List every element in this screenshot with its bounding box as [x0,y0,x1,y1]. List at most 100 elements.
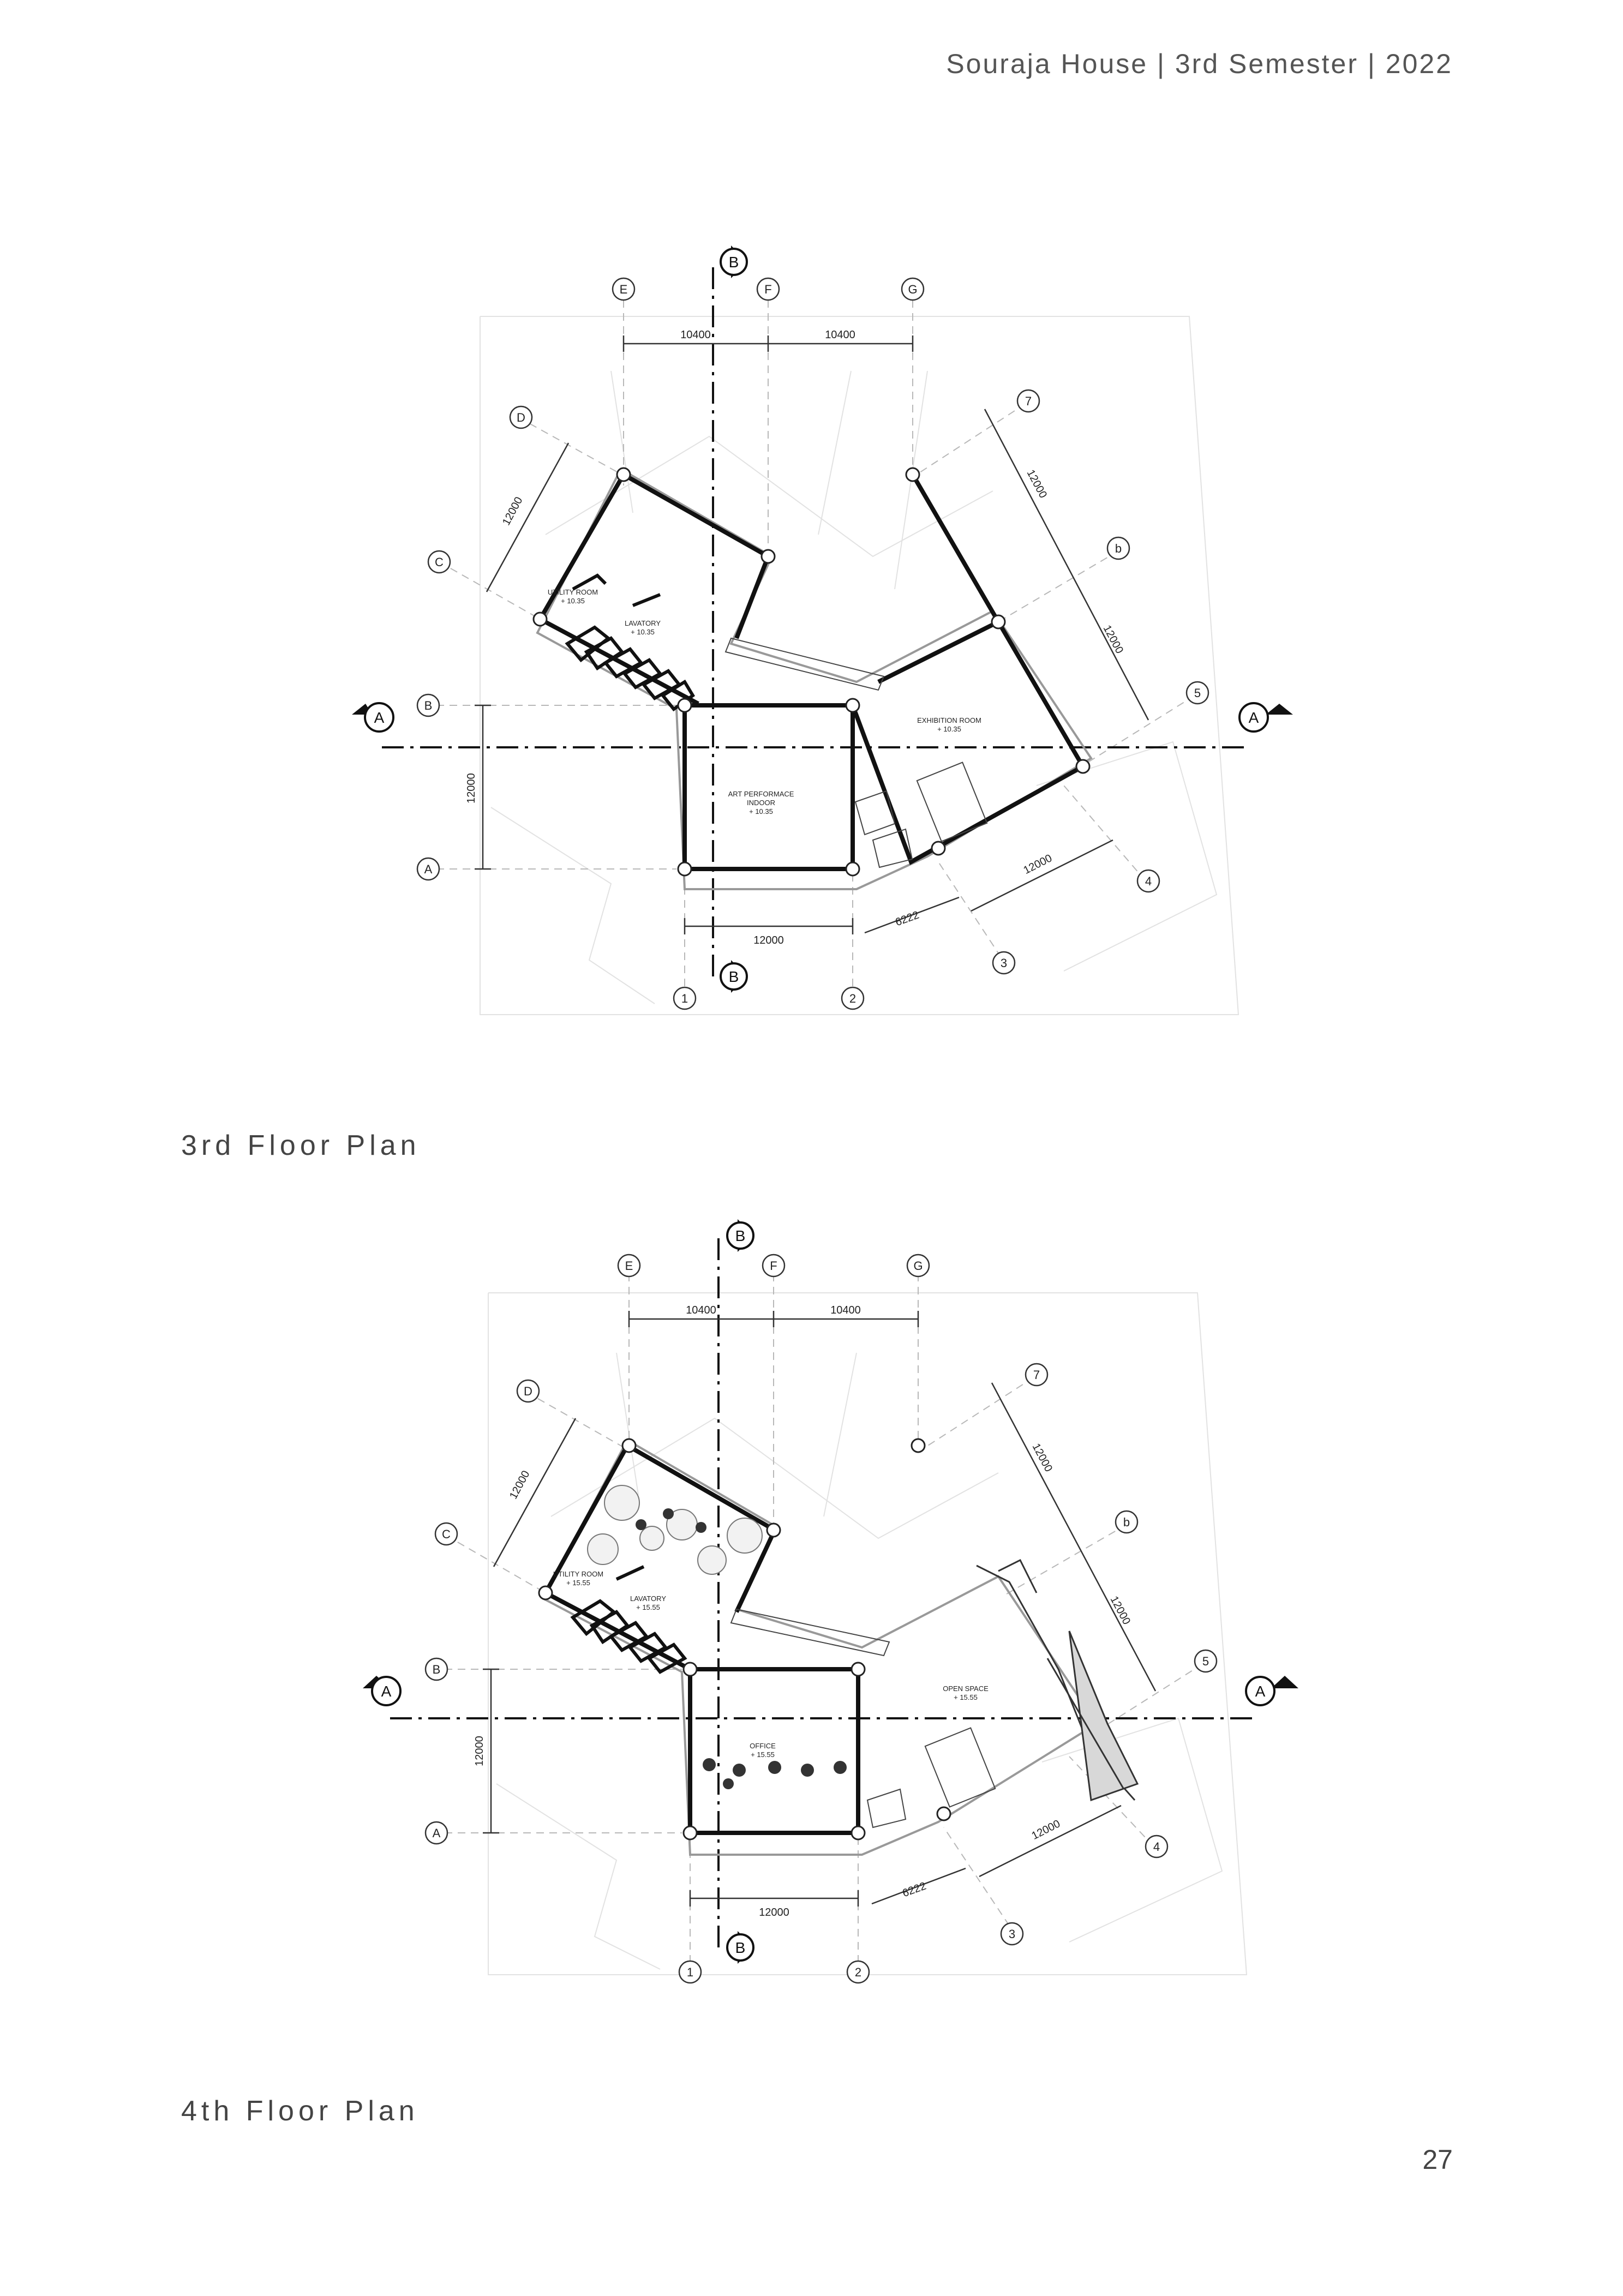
room-art-name: ART PERFORMACE [728,790,794,798]
site-context-lines [480,316,1239,1015]
grid-label-c: C [435,555,444,569]
dim-6-5: 12000 [1108,1594,1133,1626]
grid-label-2: 2 [855,1965,861,1979]
grid-label-b: B [433,1663,441,1676]
grid-label-5: 5 [1194,686,1201,700]
grid-label-3: 3 [1001,956,1007,970]
grid-label-c: C [442,1527,451,1541]
section-lines [382,267,1244,982]
section-marker-b-top: B [726,1219,754,1252]
room-art-level: + 10.35 [749,807,773,816]
grid-bubble-labels: E F G D C B A 1 2 3 4 5 b 7 [433,1259,1209,1979]
dim-a-b: 12000 [474,1736,486,1766]
grid-label-g: G [908,283,917,296]
dim-c-d: 12000 [500,495,525,527]
grid-label-7: 7 [1025,394,1032,408]
site-context-lines [488,1292,1248,1975]
svg-text:B: B [735,1227,746,1244]
room-utility-level: + 15.55 [566,1579,590,1587]
grid-label-2: 2 [849,992,856,1005]
stairs [730,1608,996,1829]
grid-label-4: 4 [1145,874,1152,888]
section-lines [390,1238,1252,1953]
grid-label-6: b [1115,542,1122,555]
room-utility-level: + 10.35 [561,597,585,605]
dim-7-6: 12000 [1030,1441,1055,1473]
room-exhibition-level: + 10.35 [937,725,961,733]
grid-label-a: A [433,1826,441,1840]
grid-bubbles [424,1254,1218,1984]
dim-2-3: 6222 [894,909,920,928]
grid-label-1: 1 [681,992,688,1005]
canopy-structure [976,1558,1139,1802]
section-marker-a-right: A [1238,702,1293,733]
grid-label-1: 1 [687,1965,693,1979]
room-art-name2: INDOOR [747,799,775,807]
floor-plan-3rd-drawing: E F G D C B A 1 2 3 4 5 b 7 A A B B 1040… [352,245,1293,1015]
columns [538,1438,951,1841]
dim-a-b: 12000 [465,773,477,804]
columns [532,467,1091,877]
dim-6-5: 12000 [1101,623,1126,655]
room-lavatory-name: LAVATORY [630,1594,666,1603]
outer-walls [536,467,1093,890]
dim-3-4: 12000 [1030,1818,1063,1842]
dimension-lines [475,335,1149,934]
room-lavatory-name: LAVATORY [625,619,661,627]
svg-text:B: B [729,968,739,985]
dim-3-4: 12000 [1022,852,1055,877]
grid-label-d: D [517,411,525,424]
room-office-level: + 15.55 [751,1751,775,1759]
dim-f-g: 10400 [825,329,855,341]
dim-e-f: 10400 [680,329,711,341]
dimension-labels: 10400 10400 12000 12000 12000 12000 1200… [474,1304,1133,1919]
dimension-lines [483,1311,1157,1907]
room-open-space-level: + 15.55 [954,1693,978,1701]
svg-text:A: A [381,1683,392,1700]
grid-lines [445,1274,1203,1964]
grid-label-6: b [1123,1515,1130,1529]
grid-label-7: 7 [1033,1368,1040,1382]
room-lavatory-level: + 10.35 [631,628,655,636]
section-marker-b-top: B [720,245,748,278]
grid-lines [436,300,1195,987]
dim-2-3: 6222 [901,1880,927,1899]
section-marker-a-left: A [363,1676,402,1706]
svg-text:A: A [374,709,385,726]
dim-c-d: 12000 [507,1468,532,1501]
grid-label-f: F [770,1259,777,1273]
dim-7-6: 12000 [1025,467,1050,500]
floor-plan-4th: E F G D C B A 1 2 3 4 5 b 7 A A B B 1040… [0,1178,1623,2051]
grid-label-e: E [625,1259,633,1273]
room-lavatory-level: + 15.55 [636,1603,660,1611]
room-utility-name: UTILITY ROOM [548,588,598,596]
section-marker-a-left: A [352,702,394,733]
caption-4th-floor: 4th Floor Plan [181,2095,419,2127]
dim-1-2: 12000 [759,1907,789,1919]
grid-label-b: B [424,699,433,712]
lavatory-cubicles [565,573,695,712]
section-marker-a-right: A [1245,1676,1298,1706]
dim-f-g: 10400 [830,1304,861,1316]
section-marker-b-bottom: B [726,1931,754,1964]
lavatory-cubicles [570,1565,687,1674]
document-header: Souraja House | 3rd Semester | 2022 [946,49,1453,79]
room-labels: UTILITY ROOM + 10.35 LAVATORY + 10.35 EX… [548,588,981,816]
svg-text:B: B [729,254,739,271]
room-exhibition-name: EXHIBITION ROOM [917,716,981,724]
structural-walls [543,1442,860,1835]
grid-label-e: E [620,283,628,296]
room-office-name: OFFICE [750,1742,776,1750]
grid-label-d: D [524,1384,532,1398]
grid-label-g: G [913,1259,923,1273]
floor-plan-4th-drawing: E F G D C B A 1 2 3 4 5 b 7 A A B B 1040… [363,1219,1298,1984]
svg-text:B: B [735,1939,746,1956]
room-open-space-name: OPEN SPACE [943,1684,989,1693]
dim-1-2: 12000 [753,934,784,946]
shrubs [636,1508,847,1789]
stairs [724,637,988,868]
grid-label-f: F [764,283,771,296]
planter-trees [587,1485,763,1575]
svg-text:A: A [1249,709,1259,726]
room-labels: UTILITY ROOM + 15.55 LAVATORY + 15.55 OP… [553,1570,989,1759]
